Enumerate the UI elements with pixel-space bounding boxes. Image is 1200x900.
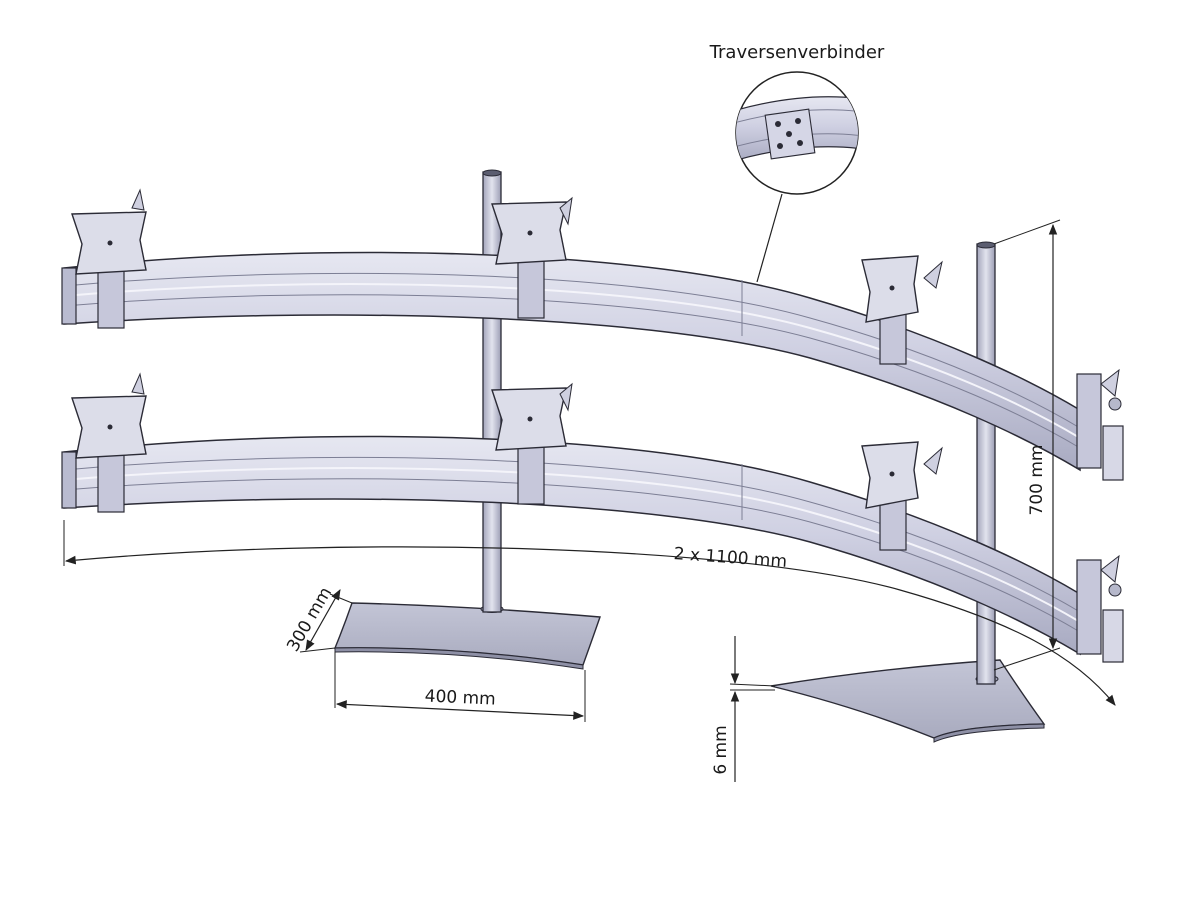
dimension-plate-thickness: 6 mm [711,636,776,782]
dimension-base-width: 400 mm [334,652,586,722]
upper-crossbar [61,251,1081,472]
vesa-mount-upper-2 [491,196,573,319]
vesa-mount-upper-4 [1076,368,1124,481]
vesa-mount-lower-3 [861,441,943,551]
left-base-plate [333,602,601,670]
dimension-plate-thickness-label: 6 mm [711,725,731,774]
vesa-mount-upper-1 [71,188,147,329]
vesa-mount-lower-2 [491,382,573,505]
vesa-mount-upper-3 [861,255,943,365]
dimension-length-label: 2 x 1100 mm [673,544,788,572]
dimension-height: 700 mm [993,219,1061,671]
right-base-plate [770,659,1046,743]
dimension-height-label: 700 mm [1027,445,1047,516]
vesa-mount-lower-1 [71,372,147,513]
connector-callout: Traversenverbinder [709,42,885,283]
dimension-base-width-label: 400 mm [424,686,496,709]
right-pole [976,241,996,685]
callout-label: Traversenverbinder [709,42,885,63]
vesa-mount-lower-4 [1076,554,1124,663]
